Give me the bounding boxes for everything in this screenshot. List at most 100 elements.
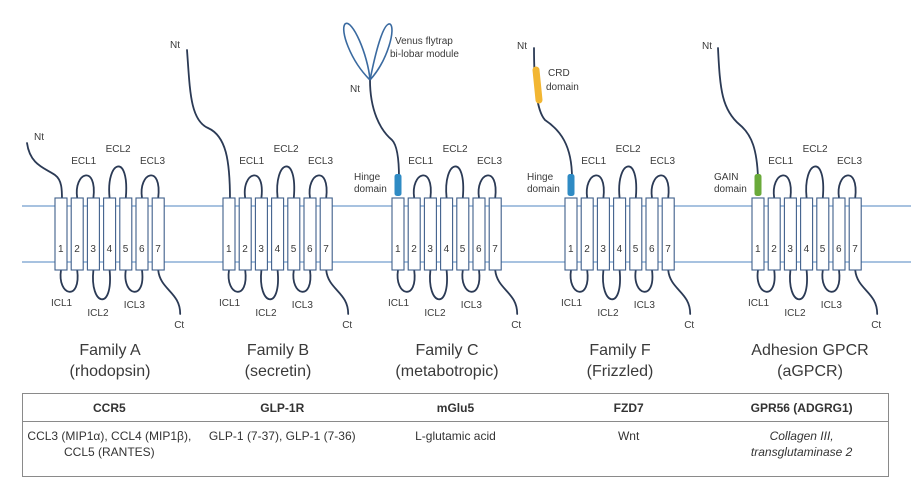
family-adhesion-subtitle: (aGPCR) — [777, 363, 843, 380]
helix-number: 5 — [633, 244, 639, 255]
crd-domain-label: domain — [546, 82, 579, 93]
crd-domain-label: CRD — [548, 68, 570, 79]
helix-number: 2 — [584, 244, 590, 255]
intracellular-loop — [92, 269, 111, 301]
hinge-domain-label: Hinge — [354, 172, 381, 183]
helix-number: 5 — [291, 244, 297, 255]
transmembrane-helix-1 — [391, 197, 405, 271]
transmembrane-helix-4 — [613, 197, 627, 271]
helix-number: 4 — [804, 244, 810, 255]
c-terminus-strand — [854, 269, 879, 315]
intracellular-loop — [789, 269, 808, 301]
transmembrane-helix-5 — [456, 197, 470, 271]
ct-label: Ct — [511, 320, 521, 331]
gain-domain-block — [754, 174, 762, 196]
transmembrane-helix-6 — [472, 197, 486, 271]
helix-number: 1 — [755, 244, 761, 255]
icl1-label: ICL1 — [51, 298, 73, 309]
transmembrane-helix-3 — [254, 197, 268, 271]
gain-domain-label: domain — [714, 184, 747, 195]
ct-label: Ct — [871, 320, 881, 331]
intracellular-loop — [292, 269, 312, 293]
nt-label: Nt — [517, 41, 527, 52]
icl1-label: ICL1 — [748, 298, 770, 309]
helix-number: 1 — [568, 244, 574, 255]
intracellular-loop — [756, 269, 776, 293]
venus-flytrap-lobe-left — [343, 22, 371, 81]
ecl1-label: ECL1 — [408, 156, 433, 167]
ligand-cell-glp1r: GLP-1 (7-37), GLP-1 (7-36) — [196, 422, 369, 477]
family-f-title: Family F — [589, 342, 651, 359]
helix-number: 2 — [74, 244, 80, 255]
extracellular-loop — [276, 165, 296, 199]
helix-number: 3 — [600, 244, 606, 255]
helix-number: 1 — [395, 244, 401, 255]
intracellular-loop — [227, 269, 247, 293]
transmembrane-helix-2 — [580, 197, 594, 271]
ecl3-label: ECL3 — [650, 156, 675, 167]
ligand-line: CCL3 (MIP1α), CCL4 (MIP1β), — [27, 429, 192, 443]
family-f-subtitle: (Frizzled) — [587, 363, 654, 380]
ligand-line: Collagen III, — [769, 429, 834, 443]
ligand-line: transglutaminase 2 — [750, 445, 853, 459]
ligand-line: Wnt — [617, 429, 640, 443]
gain-domain-label: GAIN — [714, 172, 738, 183]
extracellular-loop — [445, 165, 465, 199]
family-a-subtitle: (rhodopsin) — [70, 363, 151, 380]
intracellular-loop — [59, 269, 79, 293]
ligand-line: L-glutamic acid — [415, 429, 496, 443]
transmembrane-helix-7 — [319, 197, 333, 271]
transmembrane-helix-4 — [103, 197, 117, 271]
ecl1-label: ECL1 — [71, 156, 96, 167]
extracellular-loop — [805, 165, 825, 199]
icl2-label: ICL2 — [424, 308, 446, 319]
ecl2-label: ECL2 — [443, 144, 468, 155]
icl3-label: ICL3 — [461, 300, 483, 311]
intracellular-loop — [429, 269, 448, 301]
transmembrane-helix-3 — [596, 197, 610, 271]
ct-label: Ct — [174, 320, 184, 331]
ligand-cell-ccr5: CCL3 (MIP1α), CCL4 (MIP1β), CCL5 (RANTES) — [23, 422, 196, 477]
c-terminus-strand — [667, 269, 692, 315]
transmembrane-helix-5 — [629, 197, 643, 271]
intracellular-loop — [260, 269, 279, 301]
hinge-domain-block — [394, 174, 402, 196]
transmembrane-helix-5 — [119, 197, 133, 271]
transmembrane-helix-1 — [54, 197, 68, 271]
ecl3-label: ECL3 — [837, 156, 862, 167]
transmembrane-helix-7 — [151, 197, 165, 271]
ligand-line: GLP-1 (7-37), GLP-1 (7-36) — [208, 429, 356, 443]
intracellular-loop — [124, 269, 144, 293]
icl3-label: ICL3 — [124, 300, 146, 311]
helix-number: 6 — [307, 244, 313, 255]
ct-label: Ct — [684, 320, 694, 331]
icl1-label: ICL1 — [561, 298, 583, 309]
family-adhesion-title: Adhesion GPCR — [751, 342, 868, 359]
transmembrane-helix-3 — [423, 197, 437, 271]
icl3-label: ICL3 — [292, 300, 314, 311]
hinge-domain-label: Hinge — [527, 172, 554, 183]
extracellular-loop — [140, 174, 160, 199]
hinge-domain-label: domain — [527, 184, 560, 195]
icl2-label: ICL2 — [597, 308, 619, 319]
transmembrane-helix-4 — [271, 197, 285, 271]
extracellular-loop — [650, 174, 670, 199]
icl1-label: ICL1 — [388, 298, 410, 309]
n-terminus-strand — [369, 79, 400, 179]
helix-number: 2 — [411, 244, 417, 255]
transmembrane-helix-3 — [783, 197, 797, 271]
helix-number: 1 — [58, 244, 64, 255]
extracellular-loop — [585, 174, 605, 199]
family-b-subtitle: (secretin) — [245, 363, 312, 380]
n-terminus-strand — [717, 47, 759, 179]
helix-number: 3 — [90, 244, 96, 255]
c-terminus-strand — [157, 269, 182, 315]
helix-number: 1 — [226, 244, 232, 255]
ligand-table: CCR5 GLP-1R mGlu5 FZD7 GPR56 (ADGRG1) CC… — [22, 393, 889, 477]
ligand-line: CCL5 (RANTES) — [64, 445, 155, 459]
ecl1-label: ECL1 — [581, 156, 606, 167]
extracellular-loop — [618, 165, 638, 199]
helix-number: 3 — [787, 244, 793, 255]
n-terminus-strand — [186, 49, 231, 201]
